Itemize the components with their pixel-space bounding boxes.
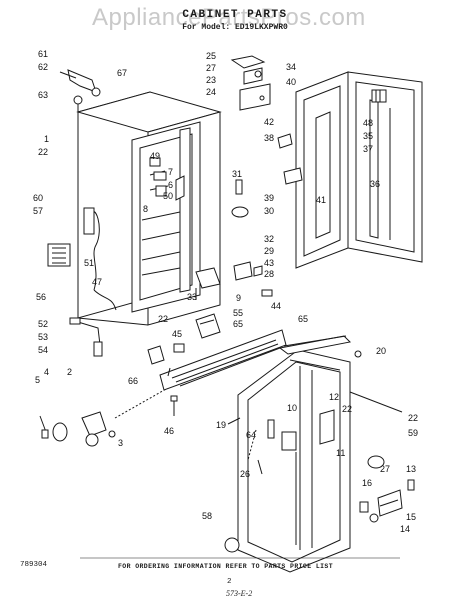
callout-24: 24 bbox=[206, 87, 216, 97]
callout-7: 7 bbox=[168, 167, 173, 177]
callout-38: 38 bbox=[264, 133, 274, 143]
ordering-note: FOR ORDERING INFORMATION REFER TO PARTS … bbox=[118, 563, 334, 570]
callout-54: 54 bbox=[38, 345, 48, 355]
watermark: AppliancePartsPros.com bbox=[92, 4, 366, 31]
upper-hinge-assembly bbox=[59, 69, 101, 112]
callout-49: 49 bbox=[150, 151, 160, 161]
callout-63: 63 bbox=[38, 90, 48, 100]
door-cam-parts bbox=[231, 133, 303, 218]
lower-hinge-parts bbox=[195, 261, 273, 300]
callout-35: 35 bbox=[363, 131, 373, 141]
callout-3: 3 bbox=[118, 438, 123, 448]
callout-60: 60 bbox=[33, 193, 43, 203]
door-stop-button bbox=[224, 537, 240, 553]
callout-34: 34 bbox=[286, 62, 296, 72]
lower-right-hardware bbox=[359, 455, 415, 523]
callout-10: 12 bbox=[329, 392, 339, 402]
callout-66: 66 bbox=[128, 376, 138, 386]
callout-53: 53 bbox=[38, 332, 48, 342]
callout-5: 5 bbox=[35, 375, 40, 385]
callout-65: 65 bbox=[233, 319, 243, 329]
callout-64: 19 bbox=[216, 420, 226, 430]
callout-22d: 22 bbox=[342, 404, 352, 414]
document-number: 789304 bbox=[20, 561, 48, 569]
freezer-door-liner bbox=[295, 71, 423, 269]
callout-28: 28 bbox=[264, 269, 274, 279]
diagram-title: CABINET PARTS bbox=[182, 9, 288, 21]
callout-56: 56 bbox=[36, 292, 46, 302]
callout-27b: 11 bbox=[336, 448, 345, 458]
callout-41: 41 bbox=[316, 195, 326, 205]
callout-9: 9 bbox=[236, 293, 241, 303]
callout-32: 32 bbox=[264, 234, 274, 244]
callout-11: 26 bbox=[240, 469, 250, 479]
callout-58: 14 bbox=[400, 524, 410, 534]
callout-62: 62 bbox=[38, 62, 48, 72]
callout-50: 50 bbox=[163, 191, 173, 201]
model-line: For Model: ED19LKXPWR0 bbox=[182, 23, 288, 32]
callout-39: 39 bbox=[264, 193, 274, 203]
callout-67: 67 bbox=[117, 68, 127, 78]
callout-12: 20 bbox=[376, 346, 386, 356]
callout-22c: 10 bbox=[287, 403, 297, 413]
hinge-top-parts bbox=[230, 55, 271, 111]
callout-31: 31 bbox=[232, 169, 242, 179]
page-number: 2 bbox=[227, 578, 232, 586]
callout-40: 40 bbox=[286, 77, 296, 87]
callout-6: 6 bbox=[168, 180, 173, 190]
callout-36: 36 bbox=[370, 179, 380, 189]
callout-65b: 46 bbox=[164, 426, 174, 436]
callout-61: 61 bbox=[38, 49, 48, 59]
callout-48: 48 bbox=[363, 118, 373, 128]
callout-47: 47 bbox=[92, 277, 102, 287]
handwritten-note: 573-E-2 bbox=[226, 589, 253, 598]
callout-44: 44 bbox=[271, 301, 281, 311]
callout-25: 25 bbox=[206, 51, 216, 61]
callout-19: 59 bbox=[408, 428, 418, 438]
callout-45: 45 bbox=[172, 329, 182, 339]
callout-55: 55 bbox=[233, 308, 243, 318]
callout-57: 57 bbox=[33, 206, 43, 216]
callout-14: 15 bbox=[406, 512, 416, 522]
roller-assembly bbox=[39, 379, 183, 447]
callout-16: 13 bbox=[406, 464, 416, 474]
callout-27: 27 bbox=[206, 63, 216, 73]
leader-59 bbox=[349, 391, 403, 413]
callout-4: 4 bbox=[44, 367, 49, 377]
callout-59: 22 bbox=[408, 413, 418, 423]
callout-1: 1 bbox=[44, 134, 49, 144]
callout-51: 51 bbox=[84, 258, 94, 268]
callout-22: 22 bbox=[38, 147, 48, 157]
callout-52: 52 bbox=[38, 319, 48, 329]
callout-15: 16 bbox=[362, 478, 372, 488]
fresh-food-door bbox=[237, 335, 362, 573]
callout-30: 30 bbox=[264, 206, 274, 216]
callout-20: 65 bbox=[298, 314, 308, 324]
callout-8: 8 bbox=[143, 204, 148, 214]
evaporator-cover-parts bbox=[149, 157, 185, 201]
callout-43: 43 bbox=[264, 258, 274, 268]
toe-grille-assembly bbox=[147, 313, 287, 416]
callout-22b: 22 bbox=[158, 314, 168, 324]
callout-2: 2 bbox=[67, 367, 72, 377]
callout-29: 29 bbox=[264, 246, 274, 256]
callout-18: 58 bbox=[202, 511, 212, 521]
cabinet-shell bbox=[47, 91, 222, 357]
callout-26: 64 bbox=[246, 430, 256, 440]
callout-37: 37 bbox=[363, 144, 373, 154]
callout-33: 33 bbox=[187, 292, 197, 302]
screw-64 bbox=[227, 417, 241, 425]
callout-23: 23 bbox=[206, 75, 216, 85]
callout-42: 42 bbox=[264, 117, 274, 127]
callout-13: 27 bbox=[380, 464, 390, 474]
callout-labels: 61 62 67 63 1 22 60 57 56 52 53 54 5 4 2… bbox=[33, 49, 418, 534]
